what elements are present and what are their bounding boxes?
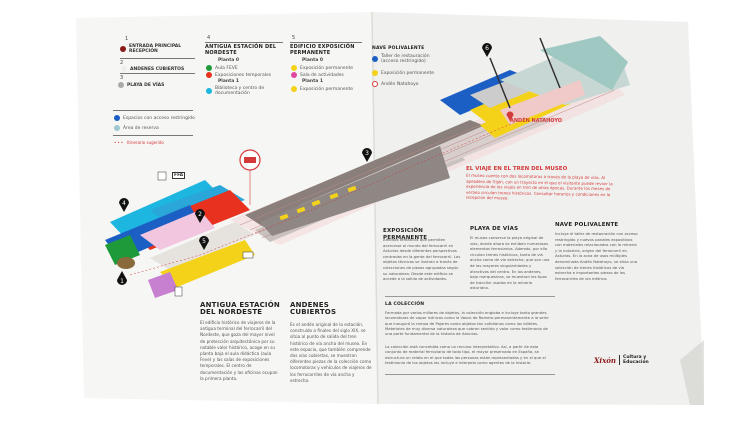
floor-label: Planta 0: [218, 58, 239, 63]
legend-number: 5: [292, 35, 296, 41]
legend-entrance: ENTRADA PRINCIPAL RECEPCIÓN: [120, 44, 190, 54]
legend-item: Aula FEVE: [206, 65, 238, 71]
legend-item: Sala de actividades: [291, 72, 344, 78]
elevator-icon: [174, 286, 183, 297]
dotted-route-icon: •••: [114, 140, 125, 145]
collection-text: Formada por varios millares de objetos, …: [385, 310, 549, 337]
city-logo: Xixón Cultura y Educación: [594, 355, 653, 365]
floor-label: Planta 1: [302, 79, 323, 84]
legend-number: 2: [120, 60, 124, 66]
legend-number: 1: [125, 36, 129, 42]
platform-label: ANDÉN NATAHOYO: [510, 118, 563, 124]
legend-item: Exposiciones temporales: [206, 72, 271, 78]
ticket-label: FFA: [172, 172, 186, 179]
section-text: Incluye el taller de restauración con ac…: [555, 231, 638, 281]
legend-number: 4: [207, 35, 211, 41]
svg-text:5: 5: [202, 238, 206, 245]
section-text: El museo conserva la playa original de v…: [470, 235, 550, 291]
svg-text:3: 3: [365, 150, 369, 157]
site-map: [105, 36, 630, 298]
logo-department: Cultura y Educación: [623, 355, 649, 365]
covered-dot-icon: [121, 66, 127, 72]
trip-text: El museo cuenta con dos locomotoras a tr…: [465, 172, 613, 201]
legend-reserve: Área de reserva: [114, 125, 159, 131]
elevator-icon: [157, 171, 167, 181]
map-marker-6[interactable]: 6: [481, 42, 493, 62]
logo-city: Xixón: [594, 355, 617, 365]
svg-text:6: 6: [485, 45, 489, 52]
floor-label: Planta 0: [302, 58, 323, 63]
section-title: ANTIGUA ESTACIÓN DEL NORDESTE: [200, 301, 280, 316]
legend-item: Exposición permanente: [291, 86, 353, 92]
map-marker-4[interactable]: 4: [118, 197, 130, 217]
legend-route: •••Itinerario sugerido: [114, 140, 164, 145]
section-text: Ámbitos temáticos que permiten acercarse…: [383, 237, 461, 282]
legend-item: Exposición permanente: [372, 70, 434, 76]
legend-number: 3: [120, 75, 124, 81]
platform-pin-icon: [506, 107, 514, 126]
legend-item: Exposición permanente: [291, 65, 353, 71]
marker-number: 4: [122, 200, 126, 207]
section-title: ANDENES CUBIERTOS: [290, 301, 337, 316]
floor-label: Planta 1: [218, 79, 239, 84]
svg-text:1: 1: [120, 278, 124, 285]
collection-text: La colección está concebida como un recu…: [385, 344, 546, 365]
legend-tracks: PLAYA DE VÍAS: [118, 82, 164, 88]
section-title: PLAYA DE VÍAS: [470, 226, 519, 232]
legend-restricted: Espacios con acceso restringido: [114, 115, 195, 121]
legend-building-title: EDIFICIO EXPOSICIÓN PERMANENTE: [290, 44, 355, 56]
legend-item: Taller de restauración (acceso restringi…: [372, 54, 432, 64]
collection-title: LA COLECCIÓN: [385, 302, 425, 307]
trip-title: EL VIAJE EN EL TREN DEL MUSEO: [466, 166, 568, 172]
svg-text:2: 2: [198, 211, 202, 218]
map-marker-2[interactable]: 2: [194, 208, 206, 228]
legend-covered: ANDENES CUBIERTOS: [121, 66, 184, 72]
tracks-dot-icon: [118, 82, 124, 88]
legend-item: Andén Natahoyo: [372, 81, 419, 87]
section-title: EXPOSICIÓN PERMANENTE: [383, 228, 428, 241]
section-title: NAVE POLIVALENTE: [555, 222, 619, 228]
section-text: El edificio histórico de viajeros de la …: [200, 320, 278, 381]
map-marker-1[interactable]: 1: [116, 270, 128, 290]
section-text: Es el andén original de la estación, con…: [290, 322, 372, 383]
entrance-dot-icon: [120, 46, 126, 52]
legend-hall-title: NAVE POLIVALENTE: [372, 46, 425, 51]
map-marker-5[interactable]: 5: [198, 235, 210, 255]
map-marker-3[interactable]: 3: [361, 147, 373, 167]
legend-item: Biblioteca y centro de documentación: [206, 86, 282, 96]
legend-station-title: ANTIGUA ESTACIÓN DEL NORDESTE: [205, 44, 277, 56]
stairs-icon: [242, 251, 254, 259]
